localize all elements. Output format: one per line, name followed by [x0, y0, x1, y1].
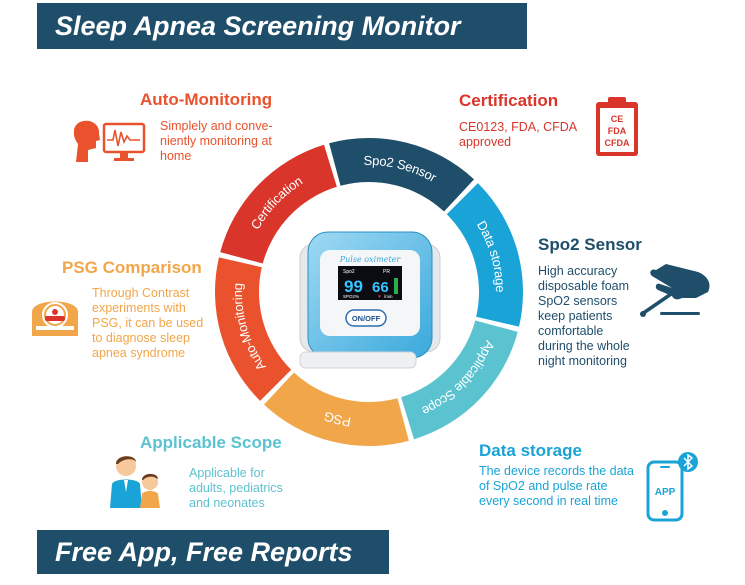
- auto-monitoring-desc-line: home: [160, 149, 192, 163]
- spo2-sensor-desc-line: comfortable: [538, 324, 604, 338]
- badge-fda: FDA: [608, 126, 627, 136]
- device-power-button[interactable]: [345, 309, 387, 327]
- ring-segment: [214, 257, 292, 401]
- ring-segment-label: PSG: [322, 409, 352, 430]
- badge-ce: CE: [611, 114, 624, 124]
- psg-comparison-desc-line: apnea syndrome: [92, 346, 186, 360]
- device-spo2-unit: SPO2%: [343, 294, 359, 299]
- device-power-button-label: ON/OFF: [352, 314, 381, 323]
- psg-comparison-desc: Through Contrast experiments with PSG, i…: [92, 286, 203, 361]
- clipboard-certificate-icon: CE FDA CFDA: [596, 97, 638, 156]
- data-storage-title: Data storage: [479, 441, 582, 460]
- footer-title: Free App, Free Reports: [55, 536, 353, 567]
- phone-app-icon: APP: [646, 452, 698, 522]
- heart-icon: ♥: [378, 294, 381, 300]
- spo2-sensor-desc-line: disposable foam: [538, 279, 630, 293]
- spo2-sensor-desc-line: High accuracy: [538, 264, 618, 278]
- psg-comparison-desc-line: PSG, it can be used: [92, 316, 204, 330]
- applicable-scope-desc-line: and neonates: [189, 496, 265, 510]
- bluetooth-icon: [683, 453, 694, 471]
- auto-monitoring-desc: Simplely and conve- niently monitoring a…: [160, 119, 273, 164]
- device-pr-value: 66: [372, 279, 389, 296]
- data-storage-desc-line: every second in real time: [479, 494, 618, 508]
- spo2-sensor-title: Spo2 Sensor: [538, 235, 642, 254]
- hand-sensor-icon: [640, 264, 710, 317]
- auto-monitoring-desc-line: Simplely and conve-: [160, 119, 273, 133]
- device-brand: Pulse oximeter: [339, 255, 402, 264]
- device-pr-unit: /min: [384, 294, 393, 299]
- spo2-sensor-desc-line: keep patients: [538, 309, 613, 323]
- device-bar-graph: [394, 278, 398, 294]
- data-storage-desc: The device records the data of SpO2 and …: [479, 464, 634, 509]
- spo2-sensor-desc-line: SpO2 sensors: [538, 294, 618, 308]
- data-storage-desc-line: of SpO2 and pulse rate: [479, 479, 608, 493]
- applicable-scope-title: Applicable Scope: [140, 433, 282, 452]
- device-screen: [338, 266, 402, 300]
- auto-monitoring-title: Auto-Monitoring: [140, 90, 273, 109]
- header-banner: Sleep Apnea Screening Monitor: [37, 3, 527, 49]
- spo2-sensor-desc-line: night monitoring: [538, 354, 627, 368]
- certification-desc-line: approved: [459, 135, 512, 149]
- adult-child-icon: [110, 456, 160, 508]
- phone-app-label: APP: [655, 487, 676, 498]
- ring-segment: [329, 138, 475, 212]
- device-spo2-label: Spo2: [343, 269, 355, 275]
- ring-segment: [446, 183, 523, 327]
- ring-segment: [220, 144, 337, 264]
- certification-desc: CE0123, FDA, CFDA approved: [459, 120, 577, 150]
- psg-comparison-title: PSG Comparison: [62, 258, 202, 277]
- page-title: Sleep Apnea Screening Monitor: [55, 10, 461, 41]
- psg-comparison-desc-line: Through Contrast: [92, 286, 190, 300]
- ring-segment: [263, 372, 409, 447]
- spo2-sensor-desc-line: during the whole: [538, 339, 630, 353]
- psg-comparison-desc-line: to diagnose sleep: [92, 331, 190, 345]
- applicable-scope-desc-line: Applicable for: [189, 466, 265, 480]
- psg-comparison-desc-line: experiments with: [92, 301, 186, 315]
- device-pr-label: PR: [383, 269, 390, 275]
- ring-segment: [401, 320, 518, 440]
- data-storage-desc-line: The device records the data: [479, 464, 634, 478]
- badge-cfda: CFDA: [605, 138, 630, 148]
- psg-scanner-icon: [32, 301, 78, 336]
- applicable-scope-desc: Applicable for adults, pediatrics and ne…: [189, 466, 283, 511]
- device-strap-bottom: [299, 351, 417, 369]
- footer-banner: Free App, Free Reports: [37, 530, 389, 574]
- pulse-oximeter-device: Pulse oximeter Spo2 PR 99 66 SPO2% /min …: [299, 231, 441, 369]
- monitor-person-icon: [74, 120, 146, 162]
- device-spo2-value: 99: [344, 277, 363, 296]
- applicable-scope-desc-line: adults, pediatrics: [189, 481, 283, 495]
- certification-title: Certification: [459, 91, 559, 110]
- spo2-sensor-desc: High accuracy disposable foam SpO2 senso…: [538, 264, 630, 369]
- auto-monitoring-desc-line: niently monitoring at: [160, 134, 272, 148]
- certification-desc-line: CE0123, FDA, CFDA: [459, 120, 578, 134]
